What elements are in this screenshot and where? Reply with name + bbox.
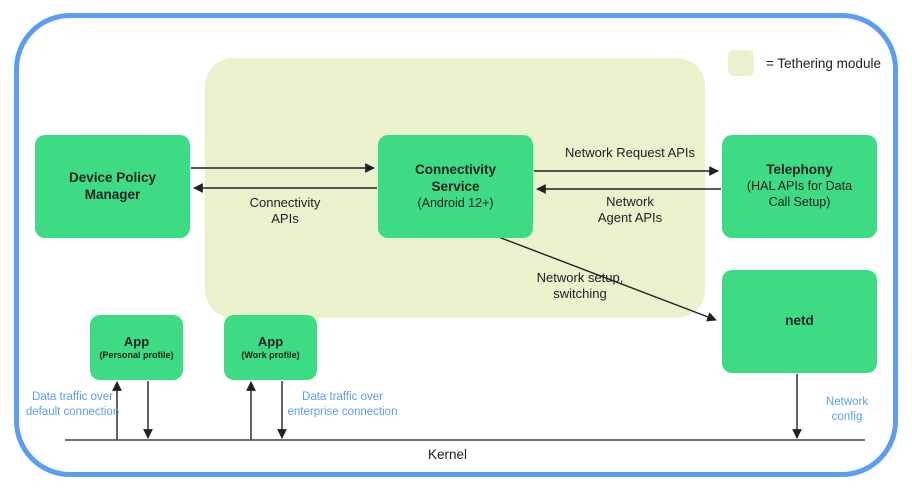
annotation-network-config: Network config <box>825 396 869 423</box>
node-connectivity-service[interactable]: Connectivity Service (Android 12+) <box>378 135 533 238</box>
node-subtitle: (Personal profile) <box>99 350 174 360</box>
node-subtitle: (HAL APIs for Data <box>746 179 853 194</box>
node-subtitle: (Work profile) <box>241 350 300 360</box>
node-netd[interactable]: netd <box>722 270 877 373</box>
edge-cs-to-netd <box>495 235 717 322</box>
node-app-personal-profile[interactable]: App (Personal profile) <box>90 315 183 380</box>
color-swatch-icon <box>728 50 754 76</box>
edge-label-network-setup-switching: Network setup, switching <box>536 270 624 302</box>
annotation-enterprise-connection: Data traffic over enterprise connection <box>287 391 398 418</box>
edge-label-network-agent-apis: Network Agent APIs <box>597 194 663 226</box>
node-subtitle: (Android 12+) <box>417 195 494 210</box>
node-title: App <box>257 333 284 349</box>
node-title: Device Policy <box>68 169 157 185</box>
node-app-work-profile[interactable]: App (Work profile) <box>224 315 317 380</box>
node-telephony[interactable]: Telephony (HAL APIs for Data Call Setup) <box>722 135 877 238</box>
legend-label: = Tethering module <box>766 55 881 71</box>
node-title: Connectivity <box>414 161 496 177</box>
legend: = Tethering module <box>728 50 881 76</box>
system-boundary-frame <box>14 13 898 477</box>
kernel-label: Kernel <box>428 447 468 462</box>
node-title-line2: Manager <box>84 186 141 202</box>
node-device-policy-manager[interactable]: Device Policy Manager <box>35 135 190 238</box>
node-title: netd <box>785 313 814 329</box>
edge-label-network-request-apis: Network Request APIs <box>564 145 696 160</box>
annotation-default-connection: Data traffic over default connection <box>25 391 120 418</box>
node-title: App <box>123 333 150 349</box>
node-title: Telephony <box>766 162 833 178</box>
node-subtitle-line2: Call Setup) <box>768 194 831 209</box>
node-title-line2: Service <box>431 178 480 194</box>
edge-label-connectivity-apis: Connectivity APIs <box>249 195 321 227</box>
